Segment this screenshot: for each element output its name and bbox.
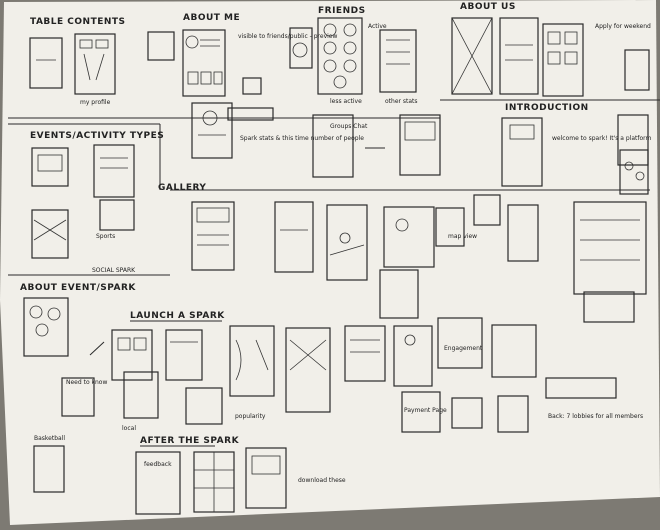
about-event-sketches: Need to know local (23, 297, 159, 432)
about-me-sketches: visible to friends/public - preview Spar… (147, 29, 364, 159)
heading-launch: LAUNCH A SPARK (130, 311, 225, 321)
note-groups-chat: Groups Chat (330, 123, 368, 130)
launch-sketches: popularity Payment Page Engagement Back:… (111, 317, 643, 433)
note-active: Active (368, 23, 387, 30)
note-welcome: welcome to spark! It's a platform (552, 135, 652, 142)
events-sketches: Sports SOCIAL SPARK (31, 144, 136, 274)
note-need-to-know: Need to know (66, 379, 107, 386)
note-spark-stats: Spark stats & this time number of people (240, 135, 364, 142)
about-us-sketches: Apply for weekend (451, 17, 651, 97)
note-other-stats: other stats (385, 98, 418, 105)
heading-friends: FRIENDS (318, 6, 366, 16)
introduction-sketches: welcome to spark! It's a platform (501, 114, 652, 195)
svg-text:my profile: my profile (80, 99, 111, 106)
gallery-sketches (191, 194, 647, 323)
note-engagement: Engagement (444, 345, 483, 352)
friends-sketches: Active less active other stats Groups Ch… (289, 17, 441, 178)
note-popularity: popularity (235, 413, 266, 420)
heading-introduction: INTRODUCTION (505, 103, 589, 113)
heading-events: EVENTS/ACTIVITY TYPES (30, 131, 164, 141)
heading-about-us: ABOUT US (460, 2, 516, 12)
note-map-view: map view (448, 233, 477, 240)
note-sparks: Sports (96, 233, 115, 240)
heading-after: AFTER THE SPARK (140, 436, 240, 446)
note-feedback: feedback (144, 461, 172, 468)
note-basketball: Basketball (34, 435, 65, 442)
note-download: download these (298, 477, 346, 484)
heading-about-me: ABOUT ME (183, 13, 240, 23)
note-payment: Payment Page (404, 407, 447, 414)
after-sketches: Basketball feedback download these (33, 435, 346, 515)
heading-about-event: ABOUT EVENT/SPARK (20, 283, 136, 293)
note-apply: Apply for weekend (595, 23, 651, 30)
note-back: Back: 7 lobbies for all members (548, 413, 643, 420)
note-less-active: less active (330, 98, 362, 105)
heading-gallery: GALLERY (158, 183, 206, 193)
note-visible: visible to friends/public - preview (238, 33, 337, 40)
toc-sketches: my profile (29, 33, 116, 106)
heading-toc: TABLE CONTENTS (30, 17, 126, 27)
note-social: SOCIAL SPARK (92, 267, 136, 274)
note-local: local (122, 425, 136, 432)
